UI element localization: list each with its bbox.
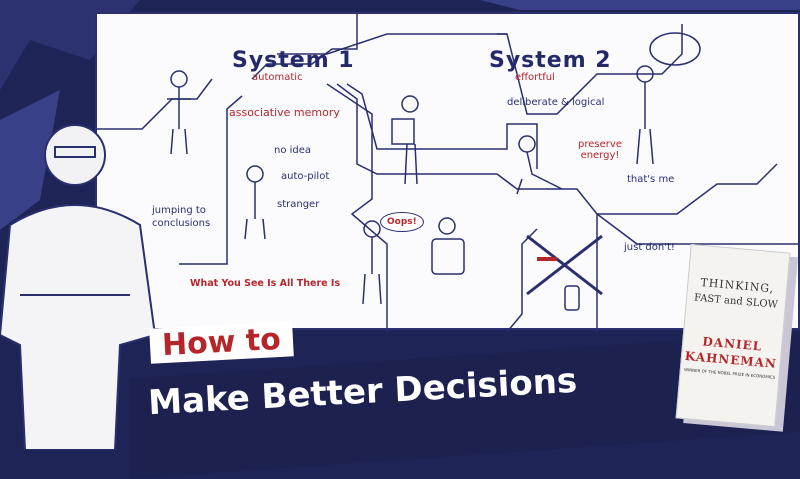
system1-title: System 1 [232, 48, 355, 73]
thought-cloud-icon [649, 32, 701, 66]
presenter-figure [0, 124, 157, 450]
figure-icon [362, 220, 382, 305]
figure-icon [516, 135, 563, 195]
jumping-label: jumping to conclusions [152, 205, 211, 229]
figures [167, 32, 701, 311]
just-dont-label: just don't! [624, 242, 675, 253]
system2-subtitle: effortful [515, 72, 555, 83]
figure-icon [431, 217, 465, 275]
title-line1: How to [149, 321, 294, 364]
figure-icon [391, 95, 419, 185]
system2-title: System 2 [489, 48, 612, 73]
wysiati-label: What You See Is All There Is [190, 278, 341, 289]
figure-icon [167, 70, 191, 155]
figure-icon [244, 165, 266, 240]
circuit-lines [97, 14, 800, 332]
no-idea-label: no idea [274, 145, 312, 156]
figure-icon [636, 65, 654, 165]
thats-me-label: that's me [627, 174, 675, 185]
deliberate-label: deliberate & logical [507, 97, 605, 108]
crossed-road-icon [526, 234, 603, 296]
oops-bubble: Oops! [380, 212, 424, 232]
auto-pilot-label: auto-pilot [281, 171, 330, 182]
diagram-board: System 1 automatic System 2 effortful as… [95, 12, 800, 332]
preserve-energy-label: preserve energy! [578, 139, 622, 161]
book-cover: THINKING, FAST and SLOW DANIEL KAHNEMAN … [675, 243, 791, 428]
stranger-label: stranger [277, 199, 320, 210]
system1-subtitle: automatic [252, 72, 303, 83]
associative-memory-label: associative memory [229, 106, 340, 119]
